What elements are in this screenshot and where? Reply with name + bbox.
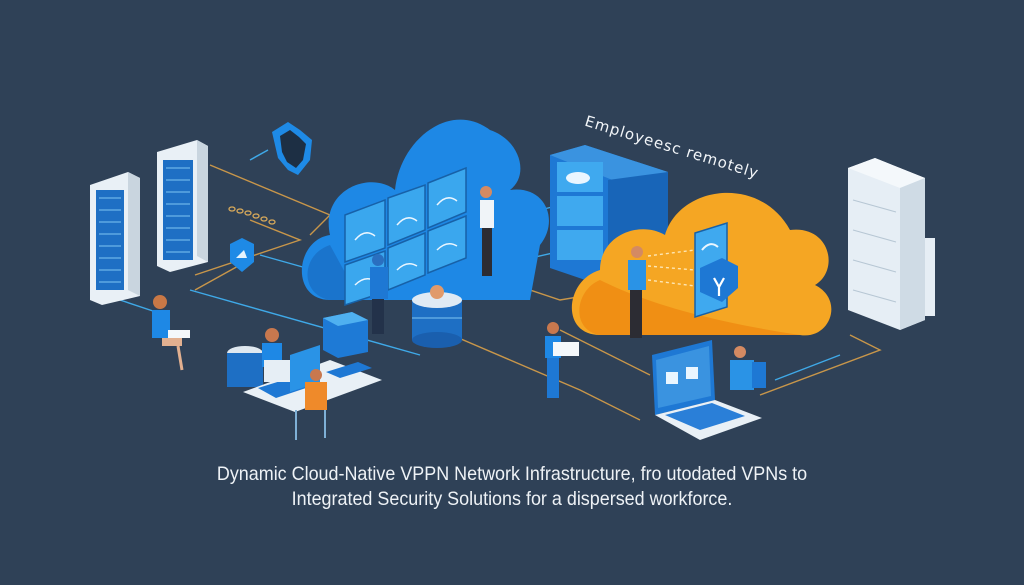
connector-line xyxy=(194,219,303,276)
person-icon xyxy=(730,346,766,390)
shield-icon xyxy=(230,238,254,272)
monitor xyxy=(290,345,320,392)
person-icon xyxy=(430,285,444,299)
caption-line-1: Dynamic Cloud-Native VPPN Network Infras… xyxy=(216,463,808,485)
connector-line xyxy=(774,354,841,381)
shield-icon xyxy=(249,122,312,175)
caption: Dynamic Cloud-Native VPPN Network Infras… xyxy=(41,462,983,512)
laptop-icon xyxy=(652,340,762,440)
server-block xyxy=(323,312,368,358)
security-panel xyxy=(647,221,738,319)
caption-line-2: Integrated Security Solutions for a disp… xyxy=(291,488,733,510)
person-icon xyxy=(628,246,646,338)
screen-panel xyxy=(387,183,426,247)
arrow-icon xyxy=(249,149,269,161)
connector-line xyxy=(439,329,641,421)
person-icon xyxy=(310,369,322,381)
connector-line xyxy=(209,164,332,236)
desk-workstation xyxy=(227,328,382,440)
chain-links-icon xyxy=(228,206,276,225)
person-icon xyxy=(152,295,190,371)
shield-icon xyxy=(700,258,738,302)
plant-icon xyxy=(713,277,725,296)
connector-line xyxy=(189,289,421,356)
cloud-icon xyxy=(566,172,590,184)
person-icon xyxy=(265,328,279,342)
lock-icon xyxy=(666,367,698,384)
server-rack-icon xyxy=(90,172,140,305)
person-icon xyxy=(370,254,388,334)
server-rack-icon xyxy=(848,158,935,330)
connector-line xyxy=(559,329,651,376)
person-icon xyxy=(545,322,579,398)
connector-line xyxy=(759,334,882,396)
keyboard xyxy=(326,362,372,378)
database-icon xyxy=(412,285,462,348)
screen-panel xyxy=(344,198,386,264)
connector-line xyxy=(194,264,241,291)
person-icon xyxy=(480,186,494,276)
laptop-icon xyxy=(168,330,190,338)
tablet-icon xyxy=(553,342,579,356)
server-rack-icon xyxy=(157,140,208,272)
